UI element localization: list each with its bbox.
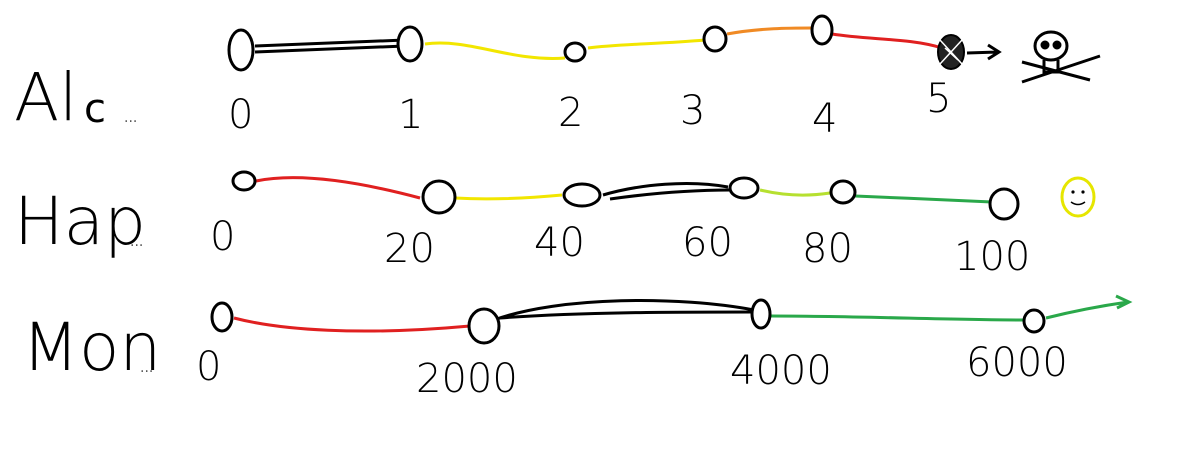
node-mon-4000 bbox=[750, 298, 772, 330]
tick-hap-100: 100 bbox=[954, 234, 1030, 280]
node-alc-0 bbox=[227, 28, 255, 72]
arrow-right-icon bbox=[1045, 294, 1133, 320]
segment-mon-2000-4000 bbox=[493, 299, 755, 322]
segment-alc-3-4 bbox=[726, 26, 813, 36]
node-alc-4 bbox=[810, 14, 834, 46]
segment-alc-1-2 bbox=[424, 41, 566, 60]
node-hap-100 bbox=[988, 187, 1020, 221]
tick-mon-6000: 6000 bbox=[966, 340, 1068, 386]
node-alc-3 bbox=[702, 25, 728, 53]
node-hap-20 bbox=[421, 179, 457, 215]
tick-mon-4000: 4000 bbox=[730, 348, 832, 394]
segment-alc-2-3 bbox=[587, 38, 706, 50]
row-hap: Hap ... 0 20 40 60 80 100 bbox=[14, 170, 1096, 280]
tick-alc-2: 2 bbox=[558, 90, 583, 136]
tick-alc-4: 4 bbox=[812, 96, 837, 142]
segment-hap-0-20 bbox=[255, 176, 421, 200]
node-mon-6000 bbox=[1022, 308, 1046, 334]
node-alc-1 bbox=[396, 25, 424, 63]
tick-hap-0: 0 bbox=[210, 214, 235, 260]
segment-alc-0-1 bbox=[254, 38, 406, 54]
node-hap-0 bbox=[231, 170, 257, 192]
tick-alc-3: 3 bbox=[680, 88, 705, 134]
segment-alc-4-5 bbox=[831, 32, 943, 50]
tick-hap-80: 80 bbox=[802, 226, 853, 272]
row-label-alc: Al bbox=[14, 59, 78, 136]
node-alc-2 bbox=[563, 41, 587, 63]
row-alc: Al c ... 0 1 2 3 4 5 bbox=[14, 14, 1101, 142]
segment-mon-0-2000 bbox=[233, 316, 471, 333]
arrow-right-icon bbox=[966, 43, 1002, 61]
node-alc-5-scribbled bbox=[937, 34, 965, 70]
segment-hap-80-100 bbox=[854, 194, 993, 204]
node-mon-0 bbox=[210, 301, 234, 333]
row-label-hap: Hap bbox=[14, 183, 146, 260]
segment-hap-20-40 bbox=[454, 193, 563, 201]
skull-crossbones-icon bbox=[1021, 30, 1101, 84]
smiley-face-icon bbox=[1060, 176, 1096, 218]
node-hap-60 bbox=[728, 176, 760, 200]
row-sublabel-alc: c bbox=[84, 86, 106, 132]
node-mon-2000 bbox=[467, 307, 501, 345]
segment-hap-40-60 bbox=[602, 182, 731, 201]
tick-hap-60: 60 bbox=[682, 220, 733, 266]
tick-alc-0: 0 bbox=[228, 92, 253, 138]
tick-mon-2000: 2000 bbox=[416, 356, 518, 402]
tick-alc-1: 1 bbox=[398, 92, 423, 138]
segment-mon-4000-6000 bbox=[769, 314, 1025, 322]
row-dots-mon: ... bbox=[140, 360, 153, 376]
row-dots-hap: ... bbox=[130, 234, 143, 250]
tick-hap-20: 20 bbox=[384, 226, 435, 272]
tick-hap-40: 40 bbox=[534, 220, 585, 266]
row-mon: Mon ... 0 2000 4000 6000 bbox=[22, 294, 1133, 402]
row-label-mon: Mon bbox=[22, 309, 161, 386]
tick-mon-0: 0 bbox=[196, 344, 221, 390]
node-hap-80 bbox=[829, 179, 857, 205]
row-dots-alc: ... bbox=[124, 110, 137, 126]
tick-alc-5: 5 bbox=[926, 76, 951, 122]
segment-hap-60-80 bbox=[759, 188, 831, 197]
node-hap-40 bbox=[562, 182, 602, 208]
